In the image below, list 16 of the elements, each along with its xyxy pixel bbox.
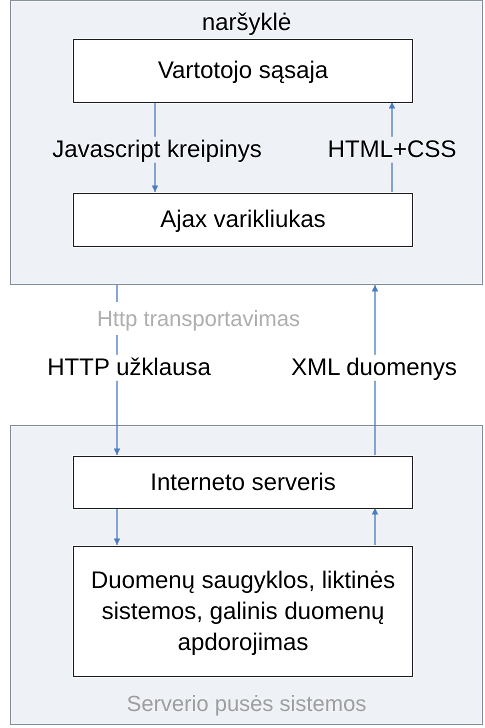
group-panel (10, 0, 483, 285)
arrow (372, 508, 378, 545)
process-box (73, 193, 413, 247)
box-label: Interneto serveris (150, 468, 336, 498)
box-label: Ajax varikliukas (160, 205, 326, 236)
process-box (73, 546, 413, 677)
process-box (73, 456, 413, 509)
box-label: Vartotojo sąsaja (158, 56, 328, 86)
edge-label: Javascript kreipinys (50, 136, 264, 164)
box-label: Duomenų saugyklos, liktinės sistemos, galinis duomenų apdorojimas (90, 566, 396, 658)
group-title: naršyklė (200, 8, 292, 38)
arrow (114, 508, 120, 545)
group-title: Serverio pusės sistemos (126, 690, 368, 718)
group-panel (10, 425, 483, 725)
process-box (73, 39, 413, 103)
edge-label: XML duomenys (289, 354, 459, 382)
